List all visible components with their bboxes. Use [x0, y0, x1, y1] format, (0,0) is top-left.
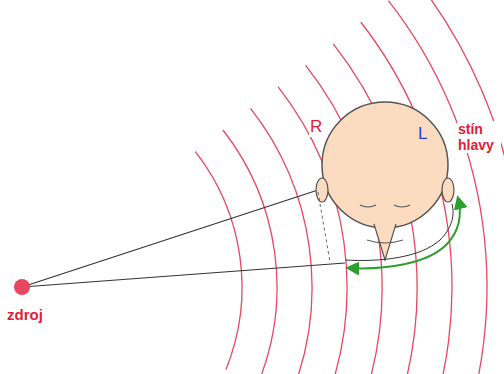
ray-line [22, 263, 345, 287]
source-dot [14, 279, 30, 295]
ear [316, 178, 328, 202]
dashed-line [318, 192, 330, 262]
ray-line [22, 190, 318, 287]
wavefront-arc [195, 152, 242, 370]
ear-label: R [309, 117, 323, 137]
mouth [367, 240, 403, 243]
head [322, 102, 448, 228]
wavefront-arc [251, 108, 312, 374]
eyes [360, 205, 410, 207]
ear [442, 178, 454, 202]
diffraction-arrow [348, 198, 460, 268]
shadow-label: stín hlavy [457, 121, 501, 153]
source-label: zdroj [6, 306, 44, 323]
ear-label: L [417, 124, 428, 144]
wavefronts [195, 0, 504, 374]
wavefront-arc [223, 130, 277, 374]
